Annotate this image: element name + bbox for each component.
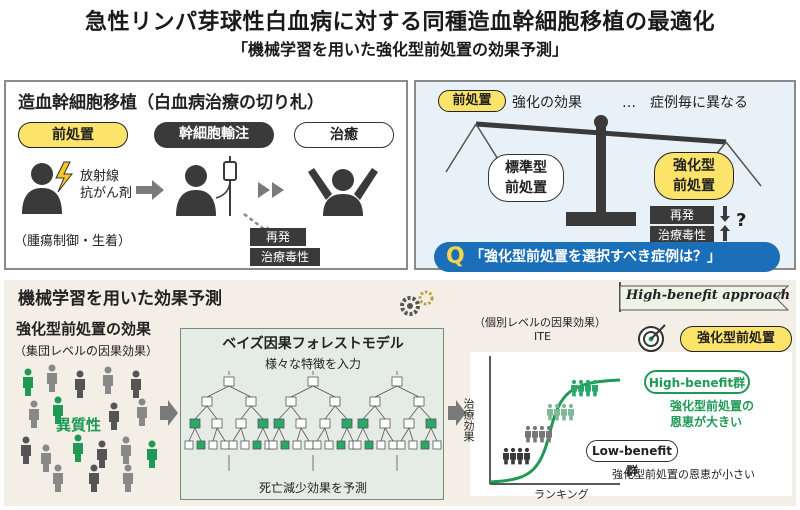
step-cure: 治癒 xyxy=(294,122,394,148)
bayesian-forest-box: ベイズ因果フォレストモデル 様々な特徴を入力 死亡減少効果を予測 xyxy=(180,328,444,500)
toxicity-up-tag: 治療毒性 xyxy=(650,226,714,244)
input-label: 様々な特徴を入力 xyxy=(264,357,361,371)
decision-trees-icon xyxy=(184,371,442,471)
conditioning-pill: 前処置 xyxy=(438,90,506,112)
question-bar: Q 「強化型前処置を選択すべき症例は？」 xyxy=(434,242,780,272)
x-axis-label: ランキング xyxy=(534,488,589,501)
cured-person-icon xyxy=(308,168,378,216)
transplant-panel: 造血幹細胞移植（白血病治療の切り札） 前処置 幹細胞輸注 治癒 放射線 抗がん剤… xyxy=(4,80,408,270)
page-title: 急性リンパ芽球性白血病に対する同種造血幹細胞移植の最適化 xyxy=(84,10,715,35)
individual-effect-label: （個別レベルの因果効果） xyxy=(474,316,606,329)
transplant-title: 造血幹細胞移植（白血病治療の切り札） xyxy=(18,93,324,113)
high-benefit-group: High-benefit群 xyxy=(644,370,750,394)
low-benefit-desc: 強化型前処置の恩恵が小さい xyxy=(612,468,755,481)
intensified-badge: 強化型前処置 xyxy=(680,326,792,352)
effect-label: 強化型前処置の効果 xyxy=(16,320,152,338)
treatment-text: 放射線 抗がん剤 xyxy=(80,169,133,201)
flag-icon xyxy=(619,282,790,312)
gears-icon xyxy=(400,290,434,316)
arrow-to-model-icon xyxy=(160,400,178,426)
q-letter: Q xyxy=(446,244,465,269)
purpose-text: （腫瘍制御・生着） xyxy=(14,234,132,249)
intensify-effect-label: 強化の効果 xyxy=(512,95,582,111)
question-text: 「強化型前処置を選択すべき症例は？」 xyxy=(470,249,722,265)
balance-panel: 前処置 強化の効果 … 症例毎に異なる 標準型 前処置 強化型 前処置 再発 治… xyxy=(414,80,796,272)
model-title: ベイズ因果フォレストモデル xyxy=(222,336,404,352)
arrow-to-chart-icon xyxy=(448,400,466,426)
flag-text: High-benefit approach xyxy=(626,288,791,303)
patient-population-icon xyxy=(21,364,157,492)
toxicity-tag: 治療毒性 xyxy=(250,248,320,266)
standard-conditioning: 標準型 前処置 xyxy=(488,154,564,202)
heterogeneity-label: 異質性 xyxy=(56,416,102,434)
page-subtitle: 「機械学習を用いた強化型前処置の効果予測」 xyxy=(231,40,568,59)
output-label: 死亡減少効果を予測 xyxy=(258,481,367,495)
high-benefit-desc: 強化型前処置の 恩恵が大きい xyxy=(670,399,755,429)
ite-curve xyxy=(489,356,621,485)
ml-panel: 機械学習を用いた効果予測 強化型前処置の効果 （集団レベルの因果効果） 異質性 … xyxy=(4,280,796,506)
iv-patient-icon xyxy=(176,156,237,216)
ite-label: ITE xyxy=(534,330,551,343)
relapse-tag: 再発 xyxy=(250,228,306,246)
double-arrow-icon xyxy=(258,182,284,198)
arrow-up-icon xyxy=(720,225,730,241)
step-stem-cell-infusion: 幹細胞輸注 xyxy=(154,122,274,148)
low-benefit-group: Low-benefit群 xyxy=(586,440,678,478)
ml-title: 機械学習を用いた効果予測 xyxy=(18,289,222,309)
intensified-conditioning: 強化型 前処置 xyxy=(654,152,734,200)
patient-icon xyxy=(22,161,74,214)
arrow-down-icon xyxy=(720,206,730,222)
y-axis-label: 治療効果 xyxy=(462,398,475,442)
group-effect-label: （集団レベルの因果効果） xyxy=(14,344,159,358)
varies-label: … 症例毎に異なる xyxy=(622,95,748,111)
arrow-right-icon xyxy=(136,180,164,200)
question-mark: ? xyxy=(736,210,747,231)
target-icon xyxy=(638,324,666,352)
step-conditioning: 前処置 xyxy=(18,122,128,148)
relapse-down-tag: 再発 xyxy=(650,206,714,224)
